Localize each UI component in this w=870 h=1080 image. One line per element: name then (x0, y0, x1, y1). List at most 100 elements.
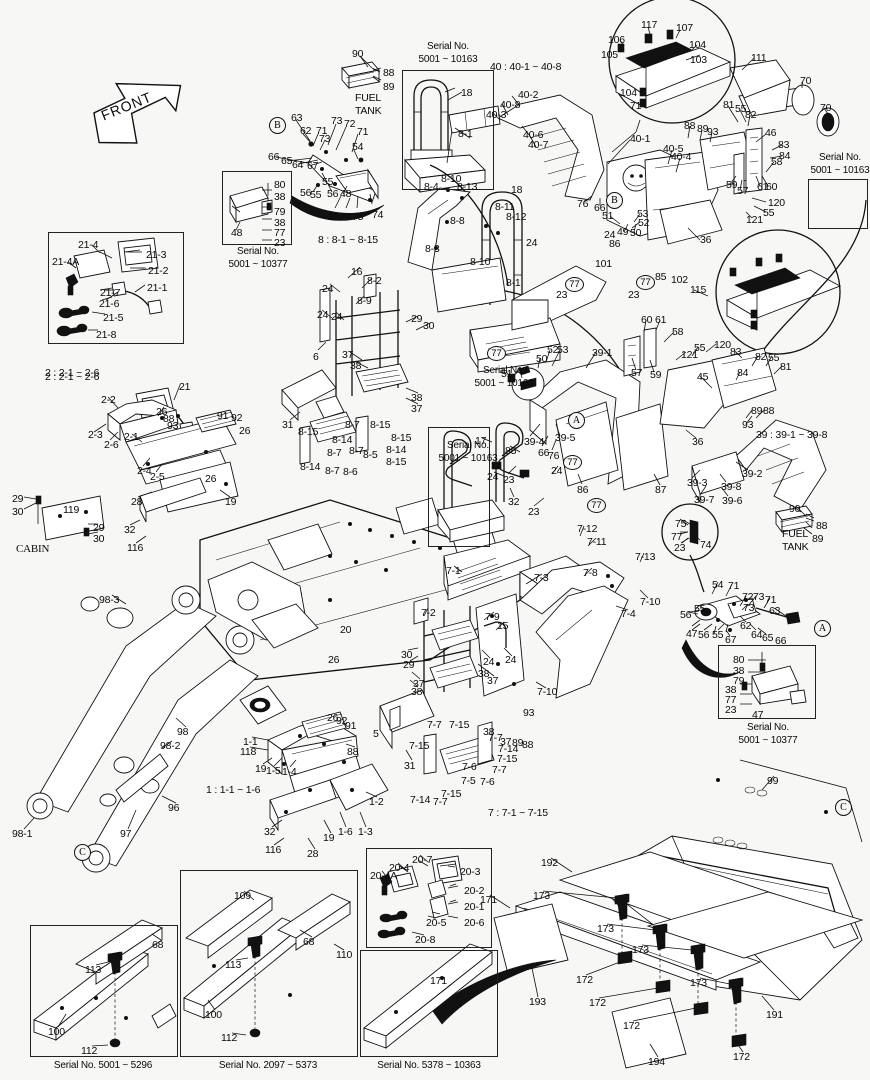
part-callout-30: 30 (93, 533, 105, 545)
part-callout-173: 173 (632, 944, 649, 956)
latch-assembly-right (689, 595, 801, 635)
cabin-bracket-119 (23, 495, 105, 541)
part-callout-74: 74 (372, 209, 384, 221)
part-callout-23: 23 (503, 474, 515, 486)
part-callout-51: 51 (501, 368, 513, 380)
part-callout-120: 120 (714, 339, 731, 351)
part-callout-107: 107 (676, 22, 693, 34)
part-callout-8-8: 8-8 (450, 215, 465, 227)
part-callout-194: 194 (648, 1056, 665, 1068)
part-callout-52: 52 (547, 344, 559, 356)
part-callout-20-5: 20-5 (426, 917, 447, 929)
part-callout-7-10: 7-10 (537, 686, 558, 698)
part-callout-16: 16 (351, 266, 363, 278)
fuel-tank-cap-top (341, 55, 382, 90)
part-callout-19: 19 (255, 763, 267, 775)
leader-lines (23, 55, 829, 1058)
part-callout-77: 77 (725, 694, 737, 706)
part-callout-49: 49 (516, 365, 528, 377)
part-callout-20-1: 20-1 (464, 901, 485, 913)
part-callout-77: 77 (671, 531, 683, 543)
part-callout-82: 82 (755, 351, 767, 363)
part-callout-72: 72 (742, 591, 754, 603)
part-callout-59: 59 (726, 179, 738, 191)
part-callout-26: 26 (239, 425, 251, 437)
group-caption-7: 7 : 7-1 ~ 7-15 (488, 807, 548, 819)
serial-note-fueltank-left: Serial No. 5001 ~ 10377 (228, 246, 288, 270)
part-callout-112: 112 (81, 1045, 98, 1057)
part-callout-7-15: 7-15 (497, 753, 518, 765)
mirror-21-art (56, 237, 163, 337)
part-callout-56: 56 (680, 609, 692, 621)
part-callout-39-7: 39-7 (694, 494, 715, 506)
part-callout-90: 90 (352, 48, 364, 60)
part-callout-24: 24 (322, 283, 334, 295)
part-callout-28: 28 (307, 848, 319, 860)
part-callout-80: 80 (274, 179, 286, 191)
part-callout-21-4: 21-4 (78, 239, 99, 251)
part-callout-75: 75 (675, 518, 687, 530)
bottom-panel-caption-2: Serial No. 2097 ~ 5373 (218, 1060, 318, 1071)
part-callout-7-13: 7-13 (635, 551, 656, 563)
callout-circle-c-2: C (835, 799, 852, 816)
rops-box-17 (428, 427, 490, 547)
part-callout-7-10: 7-10 (640, 596, 661, 608)
part-callout-7-7: 7-7 (488, 732, 503, 744)
part-callout-48: 48 (340, 188, 352, 200)
part-callout-38: 38 (274, 217, 286, 229)
part-callout-110: 110 (336, 949, 353, 961)
part-callout-21-3: 21-3 (146, 249, 167, 261)
part-callout-83: 83 (778, 139, 790, 151)
pointer-swoosh-1 (289, 195, 385, 221)
part-callout-7-15: 7-15 (441, 788, 462, 800)
part-callout-39-6: 39-6 (722, 495, 743, 507)
part-callout-62: 62 (300, 125, 312, 137)
part-callout-101: 101 (595, 258, 612, 270)
part-callout-24: 24 (604, 229, 616, 241)
part-callout-70: 70 (800, 75, 812, 87)
part-callout-2-5: 2-5 (150, 471, 165, 483)
bottom-panel-caption-3: Serial No. 5378 ~ 10363 (377, 1060, 481, 1071)
part-callout-2-4: 2-4 (137, 465, 152, 477)
part-callout-193: 193 (529, 996, 546, 1008)
part-callout-8-13: 8-13 (457, 181, 478, 193)
part-callout-67: 67 (725, 634, 737, 646)
part-callout-29: 29 (12, 493, 24, 505)
part-callout-8-7: 8-7 (325, 465, 340, 477)
group-7-fenders (379, 539, 629, 775)
part-callout-58: 58 (672, 326, 684, 338)
part-callout-98-2: 98-2 (160, 740, 181, 752)
bottom-panel-2-art (183, 889, 351, 1038)
serial-note-left-mid: Serial No. 5001 ~ 10163 (438, 440, 498, 464)
part-callout-88: 88 (816, 520, 828, 532)
part-callout-24: 24 (317, 309, 329, 321)
part-callout-7-6: 7-6 (480, 776, 495, 788)
part-callout-24: 24 (551, 465, 563, 477)
part-callout-24: 24 (526, 237, 538, 249)
part-callout-93: 93 (523, 707, 535, 719)
part-callout-51: 51 (602, 210, 614, 222)
pointer-swoosh-3 (431, 959, 557, 1025)
part-callout-71: 71 (630, 100, 642, 112)
part-callout-7-9: 7-9 (485, 611, 500, 623)
part-callout-38: 38 (350, 360, 362, 372)
part-callout-31: 31 (282, 419, 294, 431)
part-callout-53: 53 (557, 344, 569, 356)
part-callout-88: 88 (763, 405, 775, 417)
part-callout-37: 37 (411, 403, 423, 415)
part-callout-7-8: 7-8 (583, 567, 598, 579)
part-callout-26: 26 (205, 473, 217, 485)
part-callout-116: 116 (127, 542, 144, 554)
part-callout-36: 36 (700, 234, 712, 246)
callout-circle-77-1: 77 (487, 346, 506, 361)
group-caption-2: 2 : 2-1 ~ 2-6 (45, 367, 100, 379)
part-callout-173: 173 (597, 923, 614, 935)
part-callout-86: 86 (609, 238, 621, 250)
part-callout-192: 192 (541, 857, 558, 869)
part-callout-8-15: 8-15 (370, 419, 391, 431)
part-callout-21-6: 21-6 (99, 298, 120, 310)
bottom-panel-1-art (33, 919, 177, 1048)
part-callout-19: 19 (323, 832, 335, 844)
part-callout-7-3: 7-3 (534, 572, 549, 584)
part-callout-173: 173 (533, 890, 550, 902)
